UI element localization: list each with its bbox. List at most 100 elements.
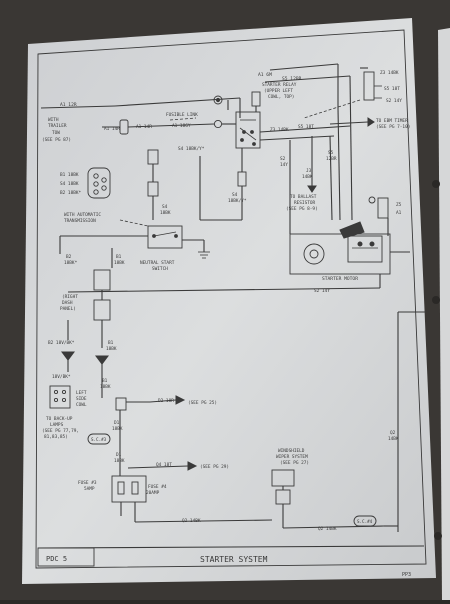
label-d1-a: D1 xyxy=(114,420,120,426)
sc3-label: S.C.#3 xyxy=(91,437,107,442)
label-b1-d: B1 xyxy=(102,378,108,384)
label-z3-14bk-mid: Z3 14BK xyxy=(270,127,289,133)
fusible-link-wire xyxy=(169,117,197,121)
fuse4-amp: 20AMP xyxy=(146,490,160,496)
backup-1: TO BACK-UP xyxy=(46,416,73,422)
label-q2-14bk-left: Q2 14BK xyxy=(182,518,201,524)
windshield-1: WINDSHIELD xyxy=(278,448,305,454)
z5-terminal xyxy=(368,196,376,204)
starter-relay xyxy=(235,91,261,149)
label-s4-18bky-top: S4 18BK/Y* xyxy=(178,146,205,152)
windshield-2: WIPER SYSTEM xyxy=(276,454,308,460)
label-18bk-b2: 18BK* xyxy=(64,260,78,266)
sc3-badge xyxy=(87,433,111,445)
arrow-pg25 xyxy=(175,395,186,405)
fuse3-label: FUSE #3 xyxy=(78,480,97,486)
relay-label-1: STARTER RELAY xyxy=(262,82,297,88)
page-code-box xyxy=(37,547,95,567)
label-s4-low: S4 xyxy=(232,192,238,198)
arrow-pg29 xyxy=(187,461,198,471)
page-number: PP3 xyxy=(402,572,411,578)
label-z5: Z5 xyxy=(396,202,402,208)
label-s4-18bk-top: S4 18BK xyxy=(60,181,79,187)
tr-s5-18t: S5 18T xyxy=(384,86,400,92)
label-q4-18t: Q4 18T xyxy=(156,462,172,468)
label-18bk-d1a: 18BK xyxy=(112,426,123,432)
neutral-start-switch xyxy=(147,225,210,259)
label-s5-18t-mid: S5 18T xyxy=(298,124,314,130)
ebm-timer-2: (SEE PG 7-10) xyxy=(376,124,410,130)
sc4-label: S.C.#4 xyxy=(357,519,373,524)
terminal-b2 xyxy=(61,351,75,361)
neutral-start-2: SWITCH xyxy=(152,266,168,272)
cowl-3: COWL xyxy=(76,402,87,408)
binder-hole xyxy=(432,180,440,188)
next-page-edge xyxy=(438,28,450,600)
footer-title: STARTER SYSTEM xyxy=(200,555,268,564)
binder-hole xyxy=(432,296,440,304)
label-d1-b: D1 xyxy=(116,452,122,458)
label-b1-c: B1 xyxy=(108,340,114,346)
starter-motor xyxy=(289,221,391,275)
starter-motor-label: STARTER MOTOR xyxy=(322,276,358,282)
auto-trans-1: WITH AUTOMATIC xyxy=(64,212,101,218)
label-18bky-low: 18BK/Y* xyxy=(228,198,247,204)
label-a1-6m: A1 6M xyxy=(258,72,272,78)
windshield-3: (SEE PG 27) xyxy=(280,460,309,466)
diagram-border xyxy=(35,29,427,569)
label-s2-mid: S2 xyxy=(280,156,286,162)
footer-rule xyxy=(37,545,425,549)
ballast-3: (SEE PG 8-9) xyxy=(286,206,318,212)
binder-hole xyxy=(434,532,442,540)
label-14bk-j3: 14BK xyxy=(302,174,313,180)
arrow-ballast xyxy=(307,185,317,193)
terminal-b1 xyxy=(95,355,109,365)
cowl-2: SIDE xyxy=(76,396,87,402)
ebm-timer-1: TO EBM TIMER xyxy=(376,118,408,124)
label-b1-18bk-top: B1 18BK xyxy=(60,172,79,178)
label-s5-12br: S5 12BR xyxy=(282,76,302,82)
wiper-connector xyxy=(271,469,295,528)
fuse4-label: FUSE #4 xyxy=(148,484,167,490)
label-b2-18bk-top: B2 18BK* xyxy=(60,190,82,196)
trailer-tow-3: TOW xyxy=(52,130,60,136)
ballast-1: TO BALLAST xyxy=(290,194,317,200)
starter-cable xyxy=(339,221,365,239)
label-18vbk-b: 18V/BK* xyxy=(52,374,71,380)
label-d2-18r: D2 18R xyxy=(158,398,174,404)
arrow-ebm xyxy=(367,117,375,127)
label-18bk-d: 18BK xyxy=(100,384,111,390)
fusible-link-label: FUSIBLE LINK xyxy=(166,112,198,118)
neutral-start-1: NEUTRAL START xyxy=(140,260,175,266)
label-b2-18v: B2 18V/BK* xyxy=(48,340,75,346)
left-cowl-connector xyxy=(49,385,71,409)
splice-ring-2 xyxy=(213,119,223,129)
label-14y-mid: 14Y xyxy=(280,162,288,168)
label-s5-mid: S5 xyxy=(328,150,334,156)
right-dash-3: PANEL) xyxy=(60,306,76,312)
right-dash-2: DASH xyxy=(62,300,73,306)
label-q2-14bk-low: Q2 14BK xyxy=(318,526,337,532)
trailer-tow-2: TRAILER xyxy=(48,123,67,129)
s2-14y-wire xyxy=(67,287,381,293)
z5-connector xyxy=(377,197,389,219)
label-q2-right: Q2 xyxy=(390,430,396,436)
label-18bk-c: 18BK xyxy=(106,346,117,352)
label-a1-14r-left: A1 14R xyxy=(104,126,120,132)
label-b2-low: B2 xyxy=(66,254,72,260)
page-code: PDC 5 xyxy=(46,555,67,563)
see-pg-25: (SEE PG 25) xyxy=(188,400,217,406)
auto-trans-2: TRANSMISSION xyxy=(64,218,96,224)
label-14bk-right: 14BK xyxy=(388,436,399,442)
label-a1-14r-mid: A1 14R xyxy=(136,124,152,130)
splice-ring xyxy=(213,95,223,105)
trailer-tow-4: (SEE PG 87) xyxy=(42,137,71,143)
label-a1-18gy: A1 18GY xyxy=(172,123,191,129)
tr-z3-14bk: Z3 14BK xyxy=(380,70,399,76)
label-s4-b: S4 xyxy=(162,204,168,210)
fuse-block xyxy=(111,475,147,522)
right-dash-1: (RIGHT xyxy=(62,294,78,300)
relay-label-2: (UPPER LEFT xyxy=(264,88,293,94)
